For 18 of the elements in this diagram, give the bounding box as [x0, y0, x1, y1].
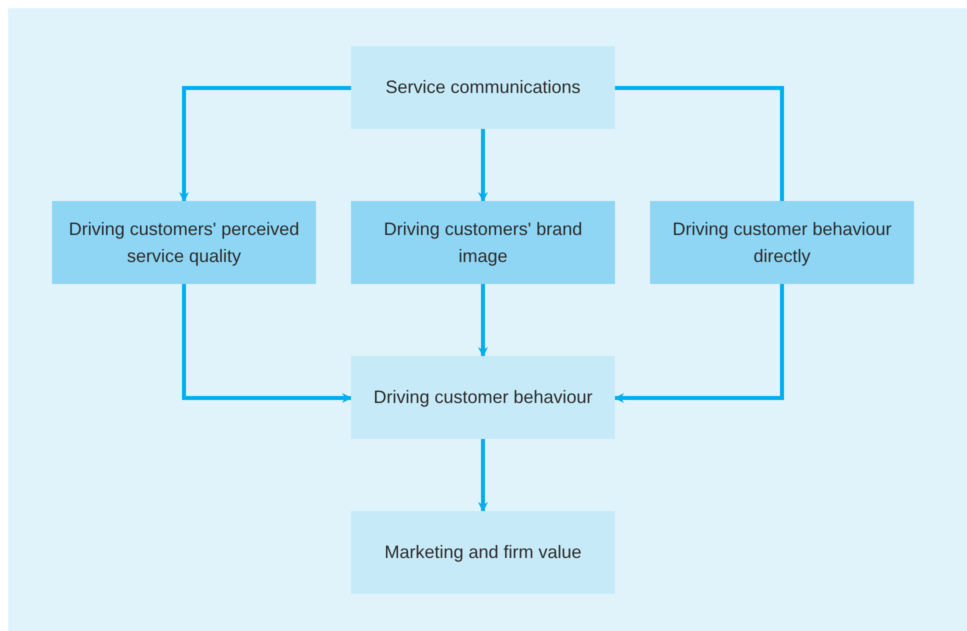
box-label: Driving customer behaviour	[373, 386, 593, 409]
box-label: Service communications	[385, 76, 581, 99]
arrow	[478, 129, 488, 202]
arrow	[179, 86, 351, 202]
process-box	[650, 201, 914, 284]
process-box	[351, 356, 615, 439]
process-box	[351, 201, 615, 284]
arrow	[478, 439, 488, 512]
arrow	[478, 284, 488, 357]
process-box	[351, 46, 615, 129]
arrow	[182, 284, 352, 403]
box-label: Driving customer behaviour directly	[671, 218, 893, 268]
box-label: Driving customers' perceived service quality	[68, 218, 300, 268]
box-label: Driving customers' brand image	[382, 218, 584, 268]
process-box	[52, 201, 316, 284]
arrow	[614, 284, 784, 403]
box-label: Marketing and firm value	[384, 541, 582, 564]
process-box	[351, 511, 615, 594]
